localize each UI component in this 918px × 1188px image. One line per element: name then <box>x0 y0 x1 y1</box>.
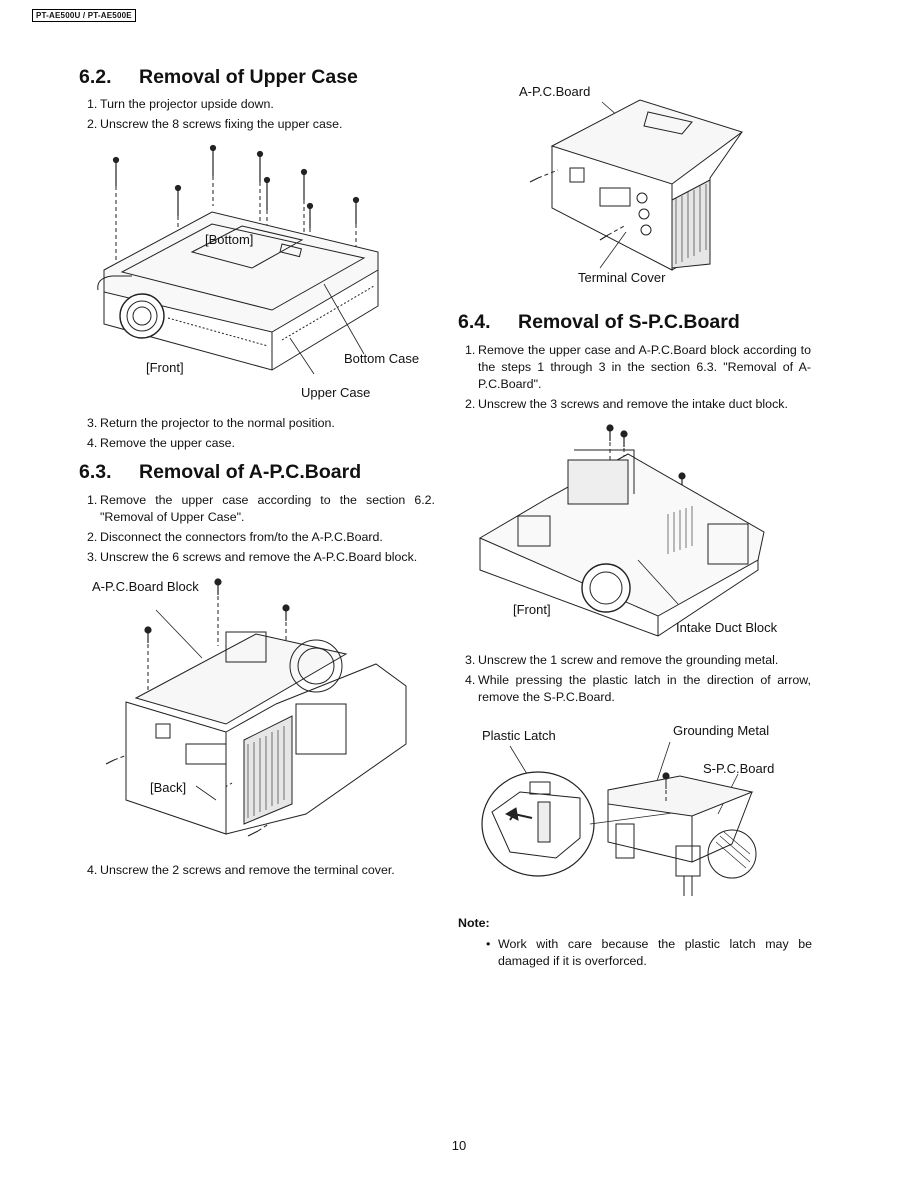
terminal-cover-diagram <box>522 88 752 273</box>
step-item: 2.Unscrew the 3 screws and remove the in… <box>465 397 788 411</box>
label-plastic-latch: Plastic Latch <box>482 728 556 743</box>
section-number: 6.3. <box>79 461 112 483</box>
label-bottom-case: Bottom Case <box>344 351 420 366</box>
steps-6-2-b: 3.Return the projector to the normal pos… <box>87 415 435 455</box>
section-6-4-heading: 6.4. Removal of S-P.C.Board <box>458 311 740 334</box>
step-item: 1.Remove the upper case according to the… <box>87 493 435 524</box>
label-back: [Back] <box>150 780 187 795</box>
label-front-6-4: [Front] <box>513 602 551 617</box>
step-item: 2.Unscrew the 8 screws fixing the upper … <box>87 117 343 131</box>
step-item: 3.Unscrew the 6 screws and remove the A-… <box>87 550 418 564</box>
screw-icons <box>114 146 359 229</box>
model-header: PT-AE500U / PT-AE500E <box>32 9 136 22</box>
label-terminal-cover: Terminal Cover <box>578 270 666 285</box>
steps-6-3-b: 4.Unscrew the 2 screws and remove the te… <box>87 862 435 882</box>
steps-6-2-a: 1.Turn the projector upside down. 2.Unsc… <box>87 96 435 136</box>
upper-case-diagram <box>92 140 432 380</box>
section-6-3-heading: 6.3. Removal of A-P.C.Board <box>79 461 361 484</box>
bullet-icon: • <box>486 937 491 951</box>
step-item: 1.Remove the upper case and A-P.C.Board … <box>465 343 811 391</box>
step-item: 3.Unscrew the 1 screw and remove the gro… <box>465 653 779 667</box>
section-number: 6.4. <box>458 311 491 333</box>
label-bottom: [Bottom] <box>205 232 254 247</box>
note-text: Work with care because the plastic latch… <box>498 937 812 968</box>
step-item: 2.Disconnect the connectors from/to the … <box>87 530 383 544</box>
spcb-diagram <box>480 742 780 897</box>
label-apcb-block: A-P.C.Board Block <box>92 579 199 594</box>
label-grounding-metal: Grounding Metal <box>673 723 770 738</box>
label-front: [Front] <box>146 360 184 375</box>
label-upper-case: Upper Case <box>301 385 371 400</box>
section-title: Removal of S-P.C.Board <box>518 311 740 333</box>
step-item: 3.Return the projector to the normal pos… <box>87 416 335 430</box>
step-item: 4.While pressing the plastic latch in th… <box>465 673 811 704</box>
page-number: 10 <box>451 1138 467 1153</box>
step-item: 4.Remove the upper case. <box>87 436 235 450</box>
step-item: 4.Unscrew the 2 screws and remove the te… <box>87 863 395 877</box>
step-item: 1.Turn the projector upside down. <box>87 97 274 111</box>
label-spcb: S-P.C.Board <box>703 761 775 776</box>
apcb-block-diagram <box>96 574 426 844</box>
label-intake-duct: Intake Duct Block <box>676 620 778 635</box>
steps-6-4-a: 1.Remove the upper case and A-P.C.Board … <box>465 342 811 416</box>
section-title: Removal of A-P.C.Board <box>139 461 362 483</box>
section-number: 6.2. <box>79 66 112 88</box>
note-body: • Work with care because the plastic lat… <box>486 936 812 970</box>
steps-6-4-b: 3.Unscrew the 1 screw and remove the gro… <box>465 652 811 709</box>
note-heading: Note: <box>458 916 490 930</box>
section-title: Removal of Upper Case <box>139 66 358 88</box>
section-6-2-heading: 6.2. Removal of Upper Case <box>79 66 358 89</box>
steps-6-3-a: 1.Remove the upper case according to the… <box>87 492 435 569</box>
label-apcb: A-P.C.Board <box>519 84 591 99</box>
intake-duct-diagram <box>478 420 768 642</box>
